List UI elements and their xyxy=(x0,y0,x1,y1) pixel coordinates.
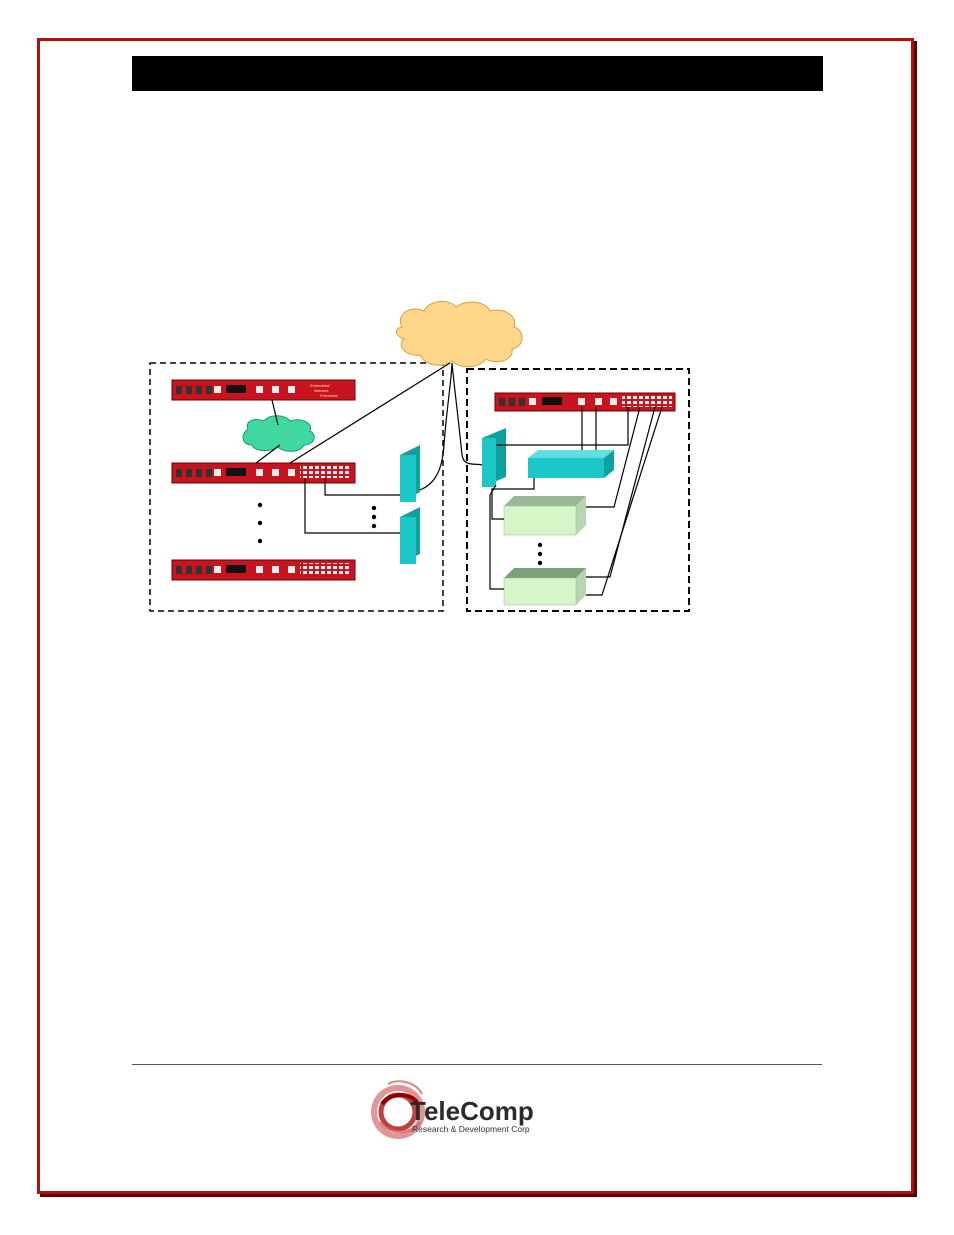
telecomp-swirl-icon xyxy=(371,1080,425,1139)
page-border-frame xyxy=(37,38,914,1194)
network-diagram: Embedded Network Processor xyxy=(149,301,690,612)
left-ellipsis xyxy=(257,502,263,544)
green-box-2 xyxy=(503,568,586,606)
left-switch-device-n xyxy=(171,559,356,581)
lan-cloud xyxy=(242,415,315,452)
logo-tagline: Research & Development Corp xyxy=(412,1124,530,1134)
right-switch-device xyxy=(494,392,676,412)
right-teal-block xyxy=(482,428,506,487)
left-connections xyxy=(255,362,453,534)
header-bar xyxy=(132,56,823,91)
device-label-line1: Embedded xyxy=(310,383,330,388)
device-label-line3: Processor xyxy=(320,393,339,398)
green-box-1 xyxy=(503,496,586,536)
embedded-network-processor-device: Embedded Network Processor xyxy=(171,379,356,401)
telecomp-logo: TeleComp Research & Development Corp xyxy=(368,1074,558,1154)
right-ellipsis xyxy=(537,542,543,566)
right-connections xyxy=(451,362,663,596)
right-teal-box xyxy=(528,450,614,478)
footer-rule xyxy=(132,1064,822,1065)
wan-cloud xyxy=(395,301,523,368)
middle-ellipsis xyxy=(371,505,377,529)
left-teal-block-2 xyxy=(400,507,420,564)
right-site-boundary xyxy=(466,368,690,612)
left-switch-device-1 xyxy=(171,462,356,484)
logo-name: TeleComp xyxy=(410,1096,534,1126)
left-teal-block-1 xyxy=(400,445,420,502)
device-label-line2: Network xyxy=(314,388,330,393)
